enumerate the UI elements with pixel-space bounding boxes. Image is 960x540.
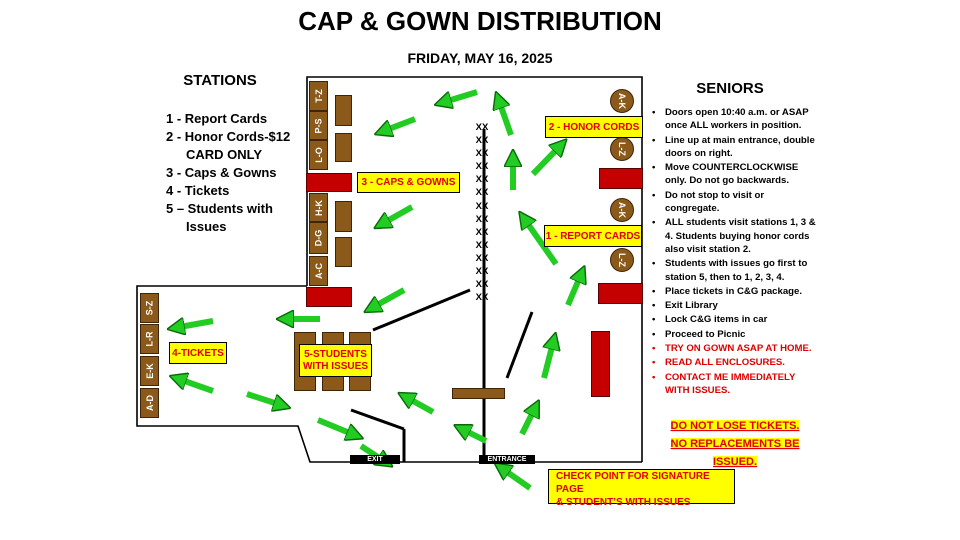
- students-issues-label: 5-STUDENTS WITH ISSUES: [299, 344, 372, 377]
- rule-item: Proceed to Picnic: [650, 328, 818, 342]
- alpha-marker-circle: L-Z: [610, 248, 634, 272]
- tickets-bin: L-R: [140, 324, 159, 354]
- caps-table-red: [306, 173, 352, 192]
- flow-arrow: [370, 287, 406, 309]
- caps-bin: D-G: [309, 222, 328, 254]
- barrier-mark: XX: [475, 122, 489, 133]
- tickets-label: 4-TICKETS: [169, 342, 227, 364]
- station-line: 5 – Students with: [166, 201, 273, 216]
- station-line: 1 - Report Cards: [166, 111, 268, 126]
- flow-arrow: [530, 144, 562, 177]
- flow-arrow: [380, 204, 414, 225]
- divider-line: [350, 408, 405, 431]
- report-cards-table: [598, 283, 643, 304]
- rule-item: Doors open 10:40 a.m. or ASAP once ALL w…: [650, 106, 818, 133]
- seniors-heading: SENIORS: [696, 80, 764, 97]
- barrier-mark: XX: [475, 239, 489, 251]
- side-table-red: [591, 331, 610, 397]
- caps-bin: P-S: [309, 111, 328, 140]
- rule-item: Line up at main entrance, double doors o…: [650, 134, 818, 161]
- caps-bin: A-C: [309, 256, 328, 286]
- barrier-mark: XX: [475, 266, 489, 278]
- barrier-mark: XX: [475, 226, 489, 238]
- flow-arrow: [246, 391, 284, 406]
- barrier-mark: XX: [475, 187, 489, 199]
- flow-arrow: [523, 217, 559, 266]
- rule-item: Place tickets in C&G package.: [650, 285, 818, 299]
- honor-cords-table: [599, 168, 643, 189]
- ticket-warning: DO NOT LOSE TICKETS. NO REPLACEMENTS BE …: [662, 416, 808, 470]
- flow-arrow: [519, 406, 536, 436]
- rule-item: CONTACT ME IMMEDIATELY WITH ISSUES.: [650, 371, 818, 398]
- flow-arrow: [460, 428, 488, 444]
- rule-item: READ ALL ENCLOSURES.: [650, 356, 818, 370]
- flow-arrow: [404, 396, 435, 415]
- station-line: 3 - Caps & Gowns: [166, 165, 277, 180]
- page-title: CAP & GOWN DISTRIBUTION: [298, 6, 662, 36]
- rule-item: Lock C&G items in car: [650, 313, 818, 327]
- divider-line: [505, 311, 534, 379]
- barrier-mark: XX: [475, 174, 489, 186]
- flow-arrow: [565, 272, 582, 307]
- warning-line: ISSUED.: [712, 456, 757, 468]
- honor-cords-label: 2 - HONOR CORDS: [545, 116, 643, 138]
- caps-bin: L-O: [309, 140, 328, 170]
- checkpoint-label: CHECK POINT FOR SIGNATURE PAGE & STUDENT…: [548, 469, 735, 508]
- report-cards-label: 1 - REPORT CARDS: [544, 225, 642, 247]
- flow-arrow: [498, 98, 514, 136]
- rule-item: Exit Library: [650, 299, 818, 313]
- alpha-marker-circle: L-Z: [610, 137, 634, 161]
- barrier-mark: XX: [475, 213, 489, 225]
- rule-item: TRY ON GOWN ASAP AT HOME.: [650, 342, 818, 356]
- alpha-marker-circle: A-K: [610, 198, 634, 222]
- barrier-mark: XX: [475, 279, 489, 291]
- caps-table-red: [306, 287, 352, 307]
- flow-arrow: [316, 417, 357, 436]
- seniors-rules-list: Doors open 10:40 a.m. or ASAP once ALL w…: [650, 106, 818, 398]
- table: [335, 133, 352, 162]
- rule-item: Do not stop to visit or congregate.: [650, 189, 818, 216]
- caps-bin: T-Z: [309, 81, 328, 111]
- divider-line: [372, 288, 471, 332]
- barrier-mark: XX: [475, 135, 489, 147]
- flow-arrow: [381, 116, 417, 132]
- station-line: 2 - Honor Cords-$12: [166, 129, 291, 144]
- rule-item: ALL students visit stations 1, 3 & 4. St…: [650, 216, 818, 256]
- flow-arrow: [174, 321, 214, 328]
- stations-heading: STATIONS: [183, 72, 257, 89]
- alpha-marker-circle: A-K: [610, 89, 634, 113]
- tickets-bin: S-Z: [140, 293, 159, 323]
- rule-item: Students with issues go first to station…: [650, 257, 818, 284]
- table: [335, 201, 352, 232]
- station-line: 4 - Tickets: [166, 183, 230, 198]
- tickets-bin: A-D: [140, 388, 159, 418]
- tickets-bin: E-K: [140, 356, 159, 386]
- entrance-door: ENTRANCE: [479, 455, 535, 464]
- barrier-mark: XX: [475, 148, 489, 160]
- event-date: FRIDAY, MAY 16, 2025: [407, 50, 553, 66]
- table: [452, 388, 505, 399]
- warning-line: DO NOT LOSE TICKETS.: [670, 420, 800, 432]
- barrier-mark: XX: [475, 292, 489, 304]
- station-line: CARD ONLY: [186, 147, 263, 162]
- flow-arrow: [441, 89, 478, 103]
- warning-line: NO REPLACEMENTS BE: [670, 438, 800, 450]
- caps-bin: H-K: [309, 193, 328, 222]
- exit-door: EXIT: [350, 455, 400, 464]
- barrier-mark: XX: [475, 200, 489, 212]
- rule-item: Move COUNTERCLOCKWISE only. Do not go ba…: [650, 161, 818, 188]
- barrier-mark: XX: [475, 252, 489, 264]
- station-line: Issues: [186, 219, 227, 234]
- flow-arrow: [541, 339, 554, 379]
- flow-arrow: [500, 467, 532, 491]
- wall-outline: [136, 285, 642, 463]
- flow-arrow: [176, 378, 214, 394]
- caps-gowns-label: 3 - CAPS & GOWNS: [357, 172, 460, 193]
- table: [335, 95, 352, 126]
- table: [335, 237, 352, 267]
- barrier-mark: XX: [475, 161, 489, 173]
